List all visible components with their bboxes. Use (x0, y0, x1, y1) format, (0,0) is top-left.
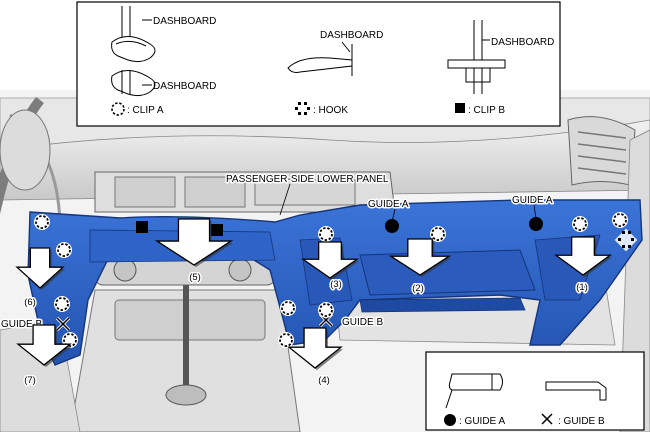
removal-arrow-label: (1) (576, 282, 588, 293)
clip-a-marker-ring (279, 333, 293, 347)
clip-a-marker-ring (63, 333, 77, 347)
hook-icon (295, 102, 310, 115)
dashboard-label-4: DASHBOARD (491, 37, 554, 48)
removal-arrow-label: (2) (412, 283, 424, 294)
top-legend: DASHBOARD DASHBOARD DASHBOARD DASHBOARD … (76, 1, 561, 127)
dashboard-label-3: DASHBOARD (320, 30, 383, 41)
removal-arrows: (1) (2) (3) (4) (5) (6) (7) (15, 218, 612, 388)
guide-a-marker (385, 219, 399, 233)
removal-arrow-label: (5) (189, 272, 201, 283)
removal-arrow (154, 218, 234, 266)
clip-a-marker-ring (431, 227, 445, 241)
clip-a-marker-ring (319, 303, 333, 317)
panel-title-label: PASSENGER-SIDE LOWER PANEL (226, 174, 389, 185)
clip-b-icon (455, 103, 465, 113)
clip-a-illustration (111, 6, 156, 97)
clip-a-markers (34, 212, 628, 348)
clip-a-marker-ring (281, 301, 295, 315)
clip-a-marker-ring (55, 297, 69, 311)
removal-arrow (287, 327, 343, 369)
clip-a-marker-ring (613, 213, 627, 227)
dashboard-label-2: DASHBOARD (153, 81, 216, 92)
bottom-legend: : GUIDE A : GUIDE B (425, 351, 645, 431)
guide-a-legend-label: : GUIDE A (459, 416, 505, 427)
clip-a-marker-ring (35, 215, 49, 229)
removal-arrow-label: (3) (330, 279, 342, 290)
clip-a-marker-ring (319, 227, 333, 241)
guide-b-label-2: GUIDE B (342, 317, 383, 328)
removal-arrow (16, 324, 72, 366)
clip-a-label: : CLIP A (127, 105, 164, 116)
removal-arrow-label: (6) (24, 297, 36, 308)
removal-arrow (300, 241, 360, 279)
center-console (69, 254, 301, 432)
hook-illustration (287, 41, 353, 76)
removal-arrow-label: (4) (318, 375, 330, 386)
guide-b-legend-label: : GUIDE B (558, 416, 605, 427)
guide-a-icon (444, 414, 456, 426)
clip-b-marker (211, 224, 223, 236)
clip-a-marker-ring (57, 243, 71, 257)
guide-a-illustration (445, 373, 503, 409)
removal-arrow (554, 236, 612, 276)
clip-b-marker (136, 221, 148, 233)
clip-b-illustration (447, 20, 506, 94)
guide-a-label-1: GUIDE A (368, 199, 409, 210)
air-vent (567, 116, 636, 186)
dashboard-label-1: DASHBOARD (153, 16, 216, 27)
hook-label: : HOOK (313, 105, 348, 116)
guide-a-marker (529, 217, 543, 231)
guide-b-illustration (545, 381, 607, 401)
guide-b-icon (541, 413, 553, 425)
clip-b-label: : CLIP B (468, 105, 505, 116)
clip-a-icon (111, 102, 125, 116)
removal-arrow (15, 247, 65, 289)
clip-a-marker-ring (573, 217, 587, 231)
removal-arrow (388, 238, 452, 276)
removal-arrow-label: (7) (24, 375, 36, 386)
guide-a-label-2: GUIDE A (512, 195, 553, 206)
